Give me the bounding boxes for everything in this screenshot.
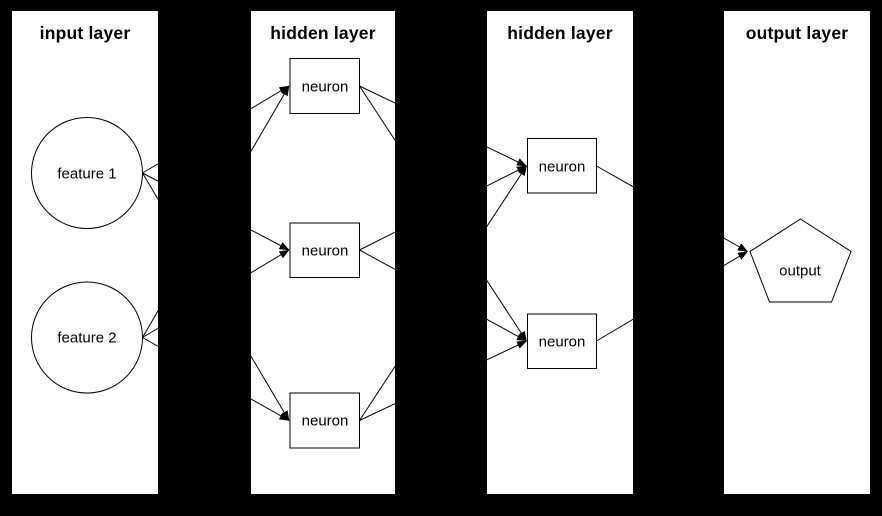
node-label-hidden1-neuron1: neuron bbox=[301, 78, 349, 95]
node-feature-1-circle bbox=[31, 117, 143, 229]
edge-feature1-h1n3 bbox=[142, 172, 290, 421]
edge-h1n2-h2n1 bbox=[359, 165, 527, 251]
node-label-hidden2-neuron1: neuron bbox=[538, 158, 586, 175]
edge-feature2-h1n3 bbox=[142, 337, 290, 421]
node-feature-2-circle bbox=[31, 281, 143, 394]
node-hidden2-neuron2-rect bbox=[527, 313, 597, 369]
edge-h2n1-output bbox=[596, 165, 748, 252]
node-output-pentagon bbox=[749, 218, 852, 303]
node-label-hidden1-neuron2: neuron bbox=[301, 242, 349, 260]
edge-h1n3-h2n2 bbox=[359, 340, 527, 421]
node-hidden2-neuron1-rect bbox=[527, 138, 597, 194]
edge-h2n2-output bbox=[596, 251, 748, 342]
node-shapes bbox=[31, 58, 852, 449]
edge-feature1-h1n1 bbox=[142, 85, 290, 174]
edge-h1n1-h2n1 bbox=[359, 85, 527, 167]
node-label-feature-2: feature 2 bbox=[57, 329, 117, 347]
panel-hidden-layer-2 bbox=[487, 11, 633, 494]
node-hidden1-neuron3-rect bbox=[289, 392, 360, 449]
node-label-feature-1: feature 1 bbox=[57, 165, 117, 182]
layer-panels bbox=[12, 11, 870, 494]
panel-input-layer bbox=[12, 11, 158, 494]
edge-feature2-h1n2 bbox=[142, 249, 290, 338]
edge-lines bbox=[142, 85, 748, 421]
layer-title-hidden-2: hidden layer bbox=[507, 23, 613, 43]
edge-h1n1-h2n2 bbox=[359, 85, 527, 342]
layer-title-hidden-1: hidden layer bbox=[270, 23, 376, 43]
node-hidden1-neuron2-rect bbox=[289, 222, 360, 278]
edge-feature2-h1n1 bbox=[142, 85, 290, 338]
edge-h1n3-h2n1 bbox=[359, 165, 527, 421]
layer-title-input: input layer bbox=[39, 23, 131, 43]
node-label-hidden2-neuron2: neuron bbox=[538, 333, 586, 351]
edge-h1n2-h2n2 bbox=[359, 249, 527, 342]
node-label-hidden1-neuron3: neuron bbox=[301, 412, 349, 430]
layer-title-output: output layer bbox=[745, 23, 849, 43]
node-hidden1-neuron1-rect bbox=[289, 58, 360, 114]
node-label-output: output bbox=[779, 262, 821, 279]
